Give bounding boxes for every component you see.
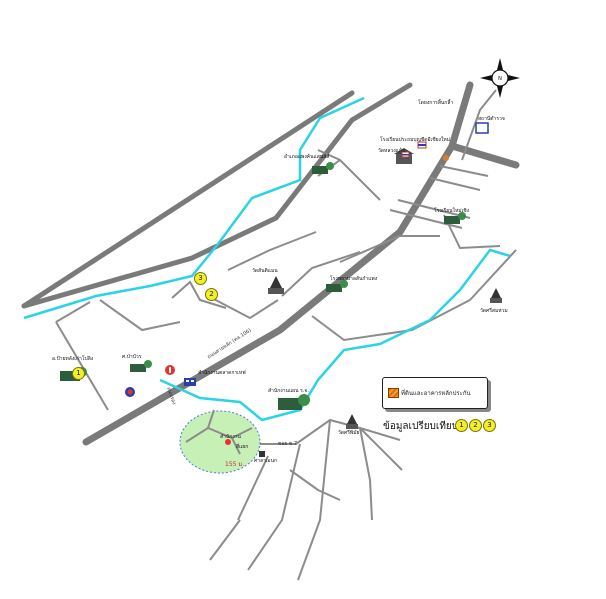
- school-icon: [130, 360, 152, 372]
- comparison-label: ข้อมูลเปรียบเทียบ: [383, 421, 459, 432]
- temple-top-label: วัดหลวงแก้ว: [378, 148, 405, 154]
- building-icon: [475, 122, 489, 134]
- bank-icon: [443, 155, 449, 161]
- wat-right-label: วัดศรีสมหวม: [480, 308, 508, 314]
- minor-roads: [55, 89, 517, 581]
- municipal-school-label: อำเภอแพงค้นแสนล์ส์: [284, 154, 330, 160]
- comparison-badge-1: 1: [455, 419, 468, 432]
- target-site-label: สำนักงาน: [220, 434, 241, 440]
- temple-icon: [268, 276, 284, 294]
- map-badge-1: 1: [72, 367, 85, 380]
- road-east: [448, 142, 520, 169]
- upper-canal: [23, 96, 365, 320]
- school-mid-label: โรงเรียนใหม่เชิง: [434, 208, 470, 214]
- collateral-swatch-icon: [388, 388, 399, 398]
- lower-river: [159, 248, 511, 422]
- hospital-school-label: โรงพยาบาลสันกำแพง: [330, 276, 378, 282]
- highway-office-label: สำนักงานตลาดกาเหฟ: [198, 370, 246, 376]
- target-pin-icon: [225, 439, 231, 445]
- road-northwest: [21, 90, 355, 309]
- comparison-badge-2: 2: [469, 419, 482, 432]
- school-icon: [312, 162, 334, 174]
- building-icons: [60, 122, 502, 457]
- soi-label: ซอย ซ.7: [278, 441, 298, 447]
- district-school-label: ศาลาเอนก: [254, 458, 278, 464]
- center-building-label: สำนักงานแผน ร.จ.: [268, 388, 309, 394]
- wat-center-label: วัดสันติแมน: [252, 268, 278, 274]
- school-icon: [326, 280, 348, 292]
- scale-label: 155 ม.: [225, 461, 245, 468]
- school-icon: [278, 394, 310, 410]
- upper-trunk-road: [21, 82, 413, 309]
- compass-north-label: N: [498, 76, 502, 82]
- flag-icon: [417, 141, 427, 149]
- small-house-icon: [259, 451, 265, 457]
- tech-college-label: โดยงการสิ้นกลี้า: [418, 100, 454, 106]
- wat-riverside-label: วัดศรีพิมัย: [338, 430, 360, 436]
- school-top-label: โรงเรียนประถมบุญชีดอีเชียงใหม่: [380, 137, 451, 143]
- main-roads: [21, 81, 520, 446]
- left-office-label: ศ.ป่าบัวร: [122, 354, 142, 360]
- legend-text: ที่ดินและอาคารหลักประกัน: [401, 390, 471, 397]
- map-badge-2: 2: [205, 288, 218, 301]
- district-office-label: อ.ป้ายหลังเก่าโปลิง: [52, 356, 94, 362]
- site-roads: [185, 409, 253, 455]
- temple-icon: [490, 288, 502, 303]
- flag-icon: [401, 151, 410, 158]
- comparison-badge-3: 3: [483, 419, 496, 432]
- bus-icon: [184, 378, 196, 386]
- rivers: [23, 96, 511, 422]
- hospital-icon: [165, 365, 175, 375]
- police-icon: [125, 387, 135, 397]
- temple-icon: [346, 414, 358, 429]
- red-pin-label: สี่แยก: [236, 444, 249, 450]
- school-icon: [444, 212, 466, 224]
- highlight-zone: [179, 410, 261, 474]
- legend-box: ที่ดินและอาคารหลักประกัน: [382, 377, 488, 409]
- police-label: สถานีตำรวจ: [478, 116, 505, 122]
- map-badge-3: 3: [194, 272, 207, 285]
- lower-highway: [82, 81, 474, 446]
- compass-rose: N: [480, 58, 520, 98]
